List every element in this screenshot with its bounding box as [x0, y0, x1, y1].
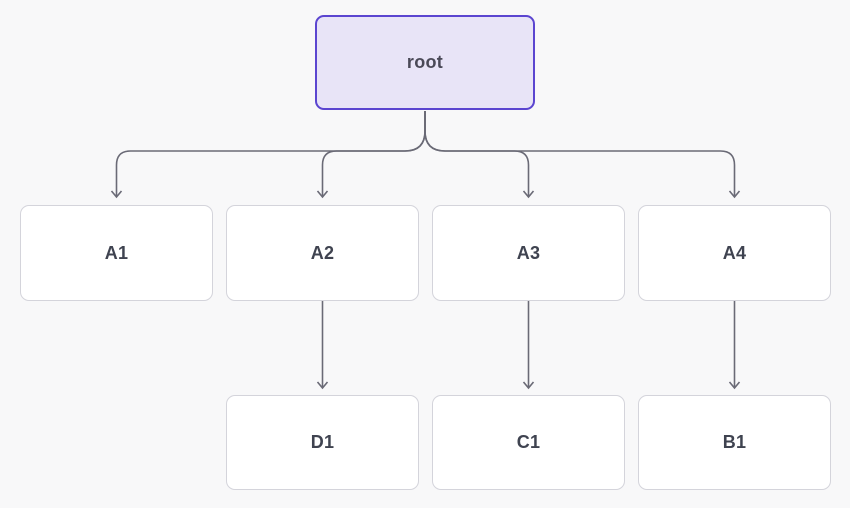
node-root-label: root	[406, 52, 444, 72]
node-a1[interactable]: A1	[20, 205, 213, 301]
node-a3[interactable]: A3	[432, 205, 625, 301]
node-c1[interactable]: C1	[432, 395, 625, 490]
node-a1-label: A1	[104, 242, 129, 263]
edge-root-to-a2	[316, 111, 426, 199]
edge-root-to-a3	[424, 111, 535, 199]
node-c1-label: C1	[516, 432, 541, 452]
node-a2-label: A2	[310, 242, 335, 263]
node-b1[interactable]: B1	[638, 395, 831, 490]
node-a2[interactable]: A2	[226, 205, 419, 301]
node-d1[interactable]: D1	[226, 395, 419, 490]
edge-root-to-a4	[424, 111, 741, 199]
node-a3-label: A3	[516, 242, 541, 263]
node-a4[interactable]: A4	[638, 205, 831, 301]
node-b1-label: B1	[722, 432, 747, 452]
node-a4-label: A4	[722, 242, 747, 263]
node-d1-label: D1	[310, 432, 335, 452]
node-root[interactable]: root	[315, 15, 535, 110]
edge-root-to-a1	[110, 111, 426, 199]
